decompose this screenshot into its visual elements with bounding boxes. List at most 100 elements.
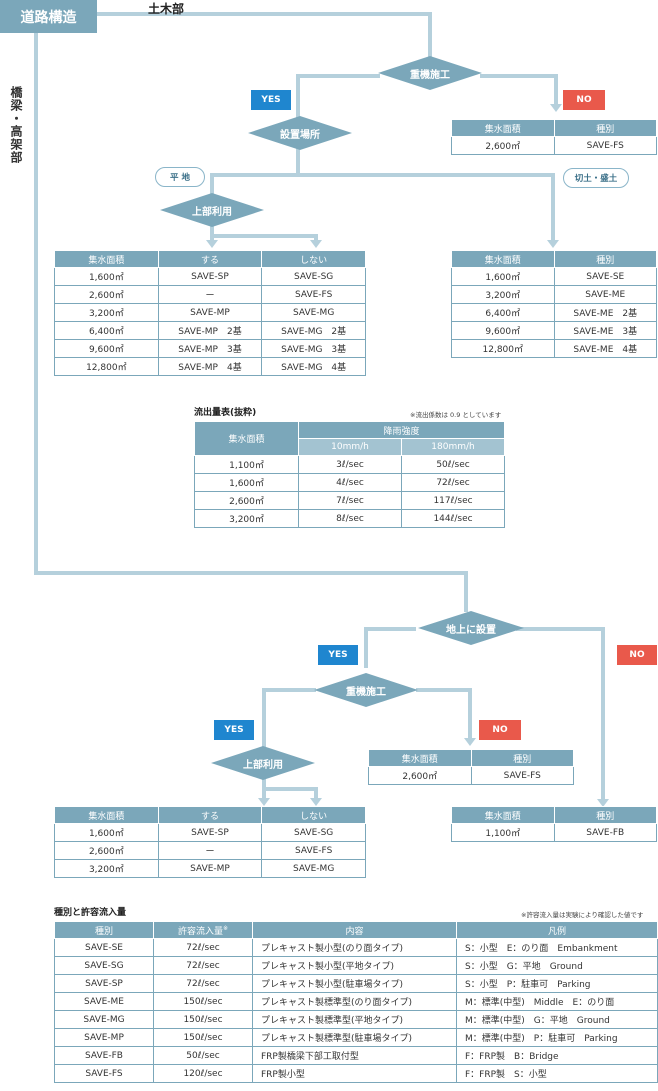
col-header: 凡例 — [456, 921, 658, 939]
line-upper1-suru — [210, 220, 318, 243]
cell: 3,200㎡ — [194, 509, 299, 528]
yes-badge-1: YES — [251, 90, 291, 110]
decision-ground-text: 地上に設置 — [446, 624, 496, 636]
cell: SAVE-MG 2基 — [261, 321, 366, 340]
cell: 9,600㎡ — [54, 339, 159, 358]
cell: 2,600㎡ — [54, 841, 159, 860]
yes-badge-3: YES — [214, 720, 254, 740]
col-header: 集水面積 — [54, 250, 159, 268]
cell: 144ℓ/sec — [400, 509, 506, 528]
cell: SAVE-MP 3基 — [157, 339, 263, 358]
cell: 120ℓ/sec — [153, 1064, 253, 1083]
line-heavy1-yes — [296, 74, 380, 118]
cell: 12,800㎡ — [451, 339, 555, 358]
legend-note: ※許容流入量は実験により確認した値です — [521, 911, 644, 919]
cell: M：標準(中型) P：駐車可 Parking — [456, 1028, 658, 1047]
cell: 2,600㎡ — [194, 491, 299, 510]
line-heavy2-no — [416, 688, 472, 742]
cell: プレキャスト製標準型(駐車場タイプ) — [252, 1028, 457, 1047]
decision-upper2: 上部利用 — [211, 746, 315, 780]
cell: 6,400㎡ — [54, 321, 159, 340]
no-badge-1: NO — [563, 90, 605, 110]
cell: 1,100㎡ — [451, 823, 555, 842]
cell: SAVE-MG 3基 — [261, 339, 366, 358]
cell: SAVE-ME 2基 — [553, 303, 657, 322]
cell: 72ℓ/sec — [153, 938, 253, 957]
col-header-mark: ※ — [222, 924, 229, 932]
line-ground-no — [516, 627, 605, 803]
cell: 1,600㎡ — [451, 267, 555, 286]
decision-upper1-text: 上部利用 — [192, 206, 232, 218]
arrow-upper2-left — [258, 798, 270, 806]
decision-place: 設置場所 — [248, 116, 352, 150]
line-place-to-flat — [210, 145, 300, 194]
yes-badge-2: YES — [318, 645, 358, 665]
no-badge-3: NO — [479, 720, 521, 740]
cell: SAVE-FS — [54, 1064, 154, 1083]
col-header: する — [157, 250, 263, 268]
cell: SAVE-SP — [157, 267, 263, 286]
col-header-area: 集水面積 — [194, 421, 299, 456]
cell: プレキャスト製小型(駐車場タイプ) — [252, 974, 457, 993]
arrow-cut — [547, 240, 559, 248]
col-header: 集水面積 — [54, 806, 159, 824]
line-bridge-main — [34, 33, 468, 612]
col-header: 集水面積 — [451, 250, 555, 268]
line-heavy2-yes — [262, 688, 316, 750]
line-title-to-heavy1 — [97, 12, 432, 58]
cell: SAVE-SE — [553, 267, 657, 286]
arrow-heavy2-no — [464, 738, 476, 746]
cell: M：標準(中型) G：平地 Ground — [456, 1010, 658, 1029]
no-badge-2: NO — [617, 645, 657, 665]
cell: 72ℓ/sec — [153, 956, 253, 975]
cell: M：標準(中型) Middle E：のり面 — [456, 992, 658, 1011]
cell: プレキャスト製小型(のり面タイプ) — [252, 938, 457, 957]
outflow-title: 流出量表(抜粋) — [194, 408, 257, 418]
col-header-10: 10mm/h — [298, 438, 402, 456]
cell: SAVE-ME — [553, 285, 657, 304]
col-header-180: 180mm/h — [400, 438, 506, 456]
col-header-rain: 降雨強度 — [297, 421, 506, 439]
outflow-note: ※流出係数は 0.9 としています — [410, 411, 502, 419]
cell: 1,600㎡ — [54, 823, 159, 842]
cell: 3,200㎡ — [451, 285, 555, 304]
cell: SAVE-SP — [157, 823, 263, 842]
decision-upper1: 上部利用 — [160, 193, 264, 227]
line-place-to-cut — [298, 173, 555, 243]
cell: 117ℓ/sec — [400, 491, 506, 510]
cell: SAVE-SG — [54, 956, 154, 975]
col-header: 種別 — [54, 921, 154, 939]
decision-heavy1: 重機施工 — [378, 56, 482, 90]
page-title: 道路構造 — [0, 0, 97, 33]
cell: 3ℓ/sec — [298, 455, 402, 474]
cell: 2,600㎡ — [54, 285, 159, 304]
cell: ー — [157, 841, 263, 860]
col-header: 集水面積 — [451, 806, 555, 824]
cell: 2,600㎡ — [451, 136, 555, 155]
cell: 12,800㎡ — [54, 357, 159, 376]
cell: 150ℓ/sec — [153, 1028, 253, 1047]
cell: SAVE-SG — [261, 823, 366, 842]
cell: 150ℓ/sec — [153, 1010, 253, 1029]
cell: 2,600㎡ — [368, 766, 472, 785]
cell: SAVE-MP — [54, 1028, 154, 1047]
cell: SAVE-FS — [470, 766, 574, 785]
col-header: 種別 — [553, 119, 657, 137]
cell: 8ℓ/sec — [298, 509, 402, 528]
cell: F：FRP製 B：Bridge — [456, 1046, 658, 1065]
